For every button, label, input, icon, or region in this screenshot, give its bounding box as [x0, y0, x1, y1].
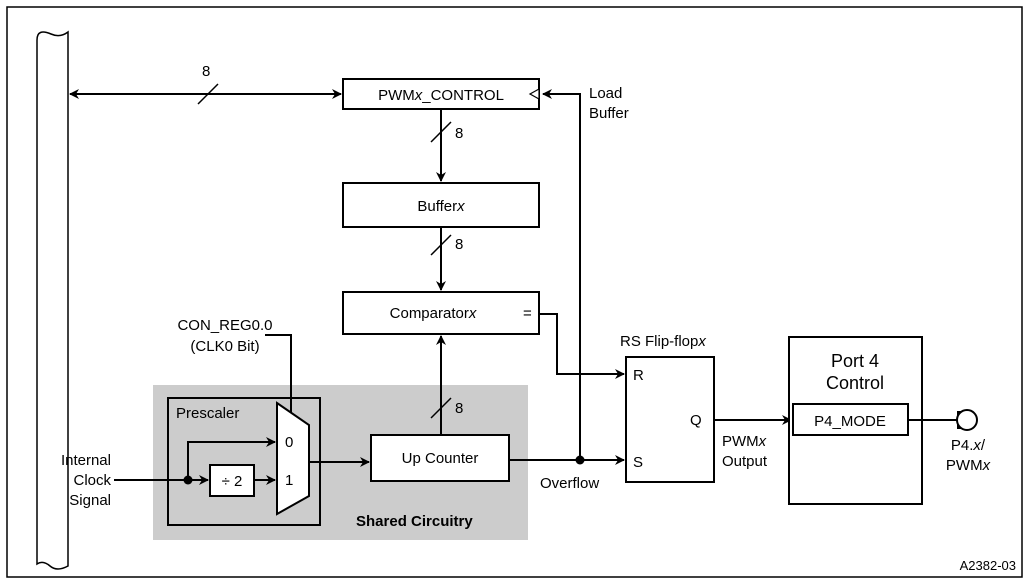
load-buffer-feedback-arrow — [542, 89, 581, 460]
con-reg-label: CON_REG0.0 — [177, 317, 272, 334]
control-bus-slash — [430, 121, 452, 143]
counter-bus-width-label: 8 — [455, 400, 463, 417]
load-clock-triangle-icon — [528, 87, 540, 101]
clock-to-mux0-arrow — [187, 437, 276, 480]
p4-mode-block — [792, 403, 909, 436]
flipflop-r-label: R — [633, 367, 644, 384]
flipflop-q-label: Q — [690, 412, 702, 429]
internal-bus — [36, 30, 69, 570]
internal-clock-label-2: Clock — [73, 472, 111, 489]
comparator-label: Comparatorx — [390, 305, 477, 322]
clock-multiplexer — [276, 401, 310, 516]
pin-label-1: P4.x/ — [951, 437, 986, 454]
divide-by-two-block — [209, 464, 255, 497]
bus-width-slash — [197, 83, 219, 105]
buffer-bus-slash — [430, 234, 452, 256]
load-buffer-label-2: Buffer — [589, 105, 629, 122]
up-counter-label: Up Counter — [402, 450, 479, 467]
figure-frame — [6, 6, 1023, 578]
buffer-bus-width-label: 8 — [455, 236, 463, 253]
port4-label-2: Control — [826, 373, 884, 393]
rs-flipflop-block — [625, 356, 715, 483]
flipflop-s-label: S — [633, 454, 643, 471]
mux-select-line — [265, 334, 292, 413]
mux-input-1-label: 1 — [285, 472, 293, 489]
pwm-output-label-1: PWMx — [722, 433, 767, 450]
comparator-to-reset-arrow — [539, 313, 625, 379]
load-buffer-label-1: Load — [589, 85, 622, 102]
control-bus-width-label: 8 — [455, 125, 463, 142]
p4-mode-label: P4_MODE — [814, 413, 886, 430]
pwm-output-label-2: Output — [722, 453, 768, 470]
overflow-label: Overflow — [540, 475, 599, 492]
counter-bus-slash — [430, 397, 452, 419]
figure-id: A2382-03 — [960, 558, 1016, 573]
pin-pad-icon — [956, 409, 978, 431]
rs-flipflop-label: RS Flip-flopx — [620, 333, 706, 350]
clk0-bit-label: (CLK0 Bit) — [190, 338, 259, 355]
shared-circuitry-label: Shared Circuitry — [356, 513, 473, 530]
internal-clock-label-3: Signal — [69, 492, 111, 509]
bus-width-label: 8 — [202, 63, 210, 80]
comparator-equal-label: = — [523, 305, 532, 322]
divide-by-two-label: ÷ 2 — [222, 473, 243, 490]
pin-label-2: PWMx — [946, 457, 991, 474]
port4-label-1: Port 4 — [831, 351, 879, 371]
buffer-block — [342, 182, 540, 228]
buffer-label: Bufferx — [417, 198, 465, 215]
prescaler-label: Prescaler — [176, 405, 239, 422]
up-counter-block — [370, 434, 510, 482]
internal-clock-label-1: Internal — [61, 452, 111, 469]
mux-input-0-label: 0 — [285, 434, 293, 451]
pwm-control-label: PWMx_CONTROL — [378, 87, 504, 104]
